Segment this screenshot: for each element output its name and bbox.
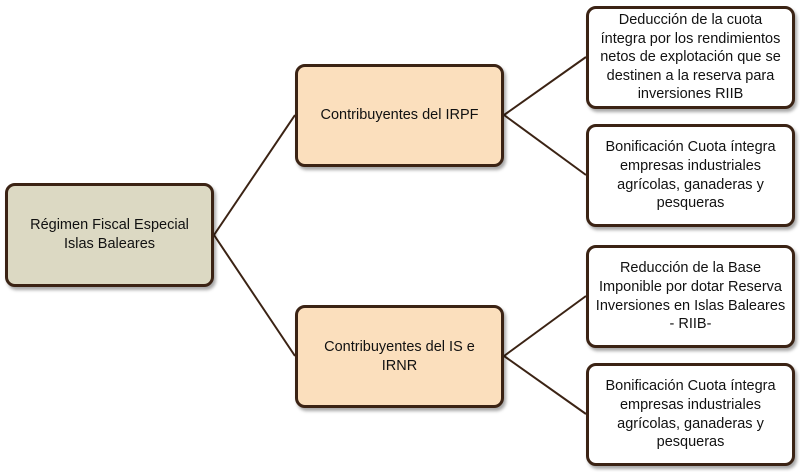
leaf-node-bonificacion-is-irnr: Bonificación Cuota íntegra empresas indu… bbox=[586, 363, 795, 466]
branch-node-irpf-label: Contribuyentes del IRPF bbox=[320, 107, 479, 124]
leaf-node-deduccion-cuota: Deducción de la cuota íntegra por los re… bbox=[586, 6, 795, 109]
connector-irpf-to-leaf-2 bbox=[503, 114, 587, 176]
root-node: Régimen Fiscal Especial Islas Baleares bbox=[5, 183, 214, 287]
leaf-node-reduccion-base-label: Reducción de la Base Imponible por dotar… bbox=[595, 260, 786, 333]
connector-is-irnr-to-leaf-4 bbox=[503, 355, 587, 415]
root-node-label: Régimen Fiscal Especial Islas Baleares bbox=[30, 217, 189, 252]
branch-node-irpf: Contribuyentes del IRPF bbox=[295, 64, 504, 167]
connector-root-to-irpf bbox=[213, 114, 296, 236]
connector-irpf-to-leaf-1 bbox=[503, 56, 587, 116]
connector-root-to-is-irnr bbox=[213, 234, 296, 357]
leaf-node-bonificacion-irpf: Bonificación Cuota íntegra empresas indu… bbox=[586, 124, 795, 227]
connector-is-irnr-to-leaf-3 bbox=[503, 295, 587, 357]
leaf-node-bonificacion-is-irnr-label: Bonificación Cuota íntegra empresas indu… bbox=[605, 378, 776, 451]
branch-node-is-irnr-label: Contribuyentes del IS e IRNR bbox=[324, 338, 475, 374]
leaf-node-deduccion-cuota-label: Deducción de la cuota íntegra por los re… bbox=[600, 12, 781, 103]
branch-node-is-irnr: Contribuyentes del IS e IRNR bbox=[295, 305, 504, 408]
leaf-node-reduccion-base: Reducción de la Base Imponible por dotar… bbox=[586, 245, 795, 348]
leaf-node-bonificacion-irpf-label: Bonificación Cuota íntegra empresas indu… bbox=[605, 139, 776, 212]
